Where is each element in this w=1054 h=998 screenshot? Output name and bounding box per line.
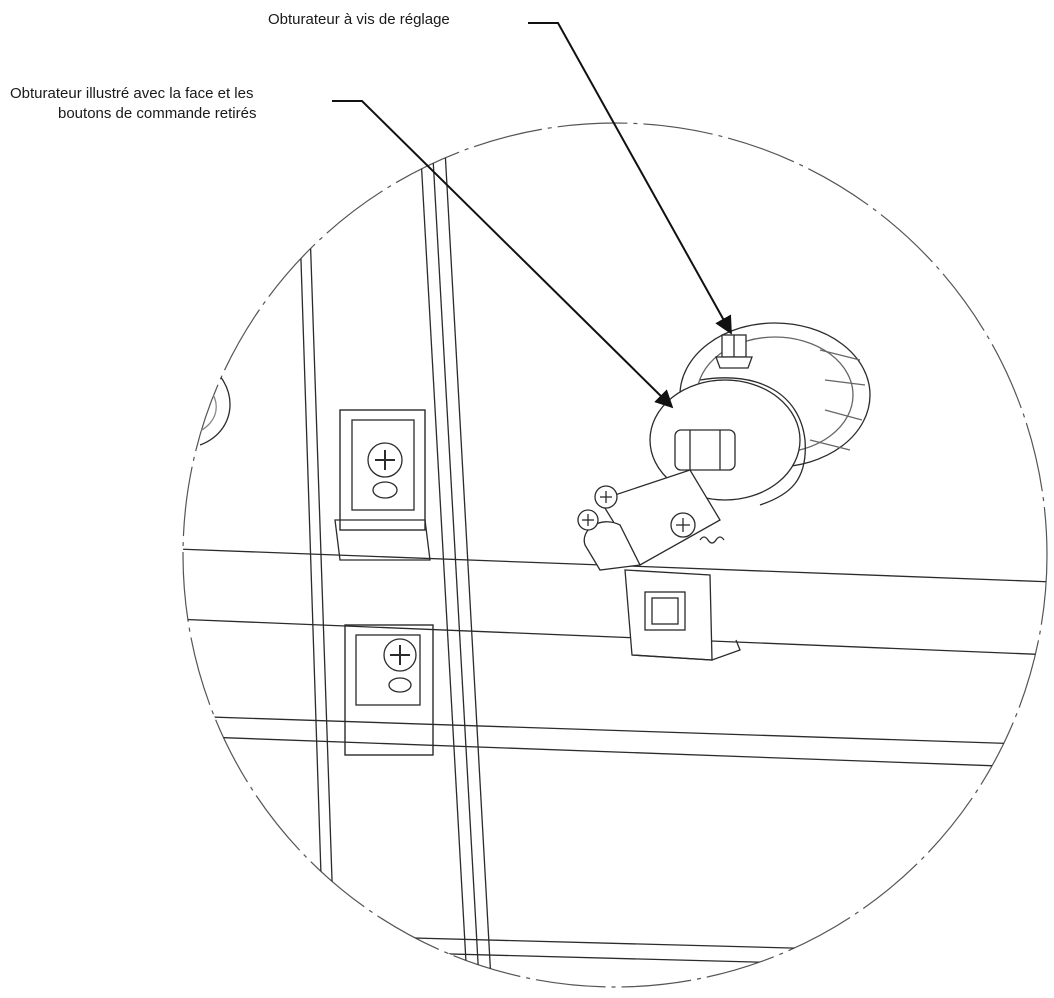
- leader-shutter: [332, 100, 674, 409]
- detail-circle: [182, 122, 1048, 988]
- upper-screw-icon: [367, 442, 403, 499]
- shutter-valve-assembly: [577, 322, 871, 661]
- callout-adjusting-screw-text: Obturateur à vis de réglage: [268, 11, 450, 28]
- lower-screw-icon: [383, 638, 417, 693]
- upper-bracket: [334, 409, 431, 561]
- vertical-rail: [299, 139, 493, 987]
- callout-adjusting-screw: Obturateur à vis de réglage: [268, 10, 450, 30]
- left-arc: [199, 359, 231, 446]
- leader-adjusting-screw: [528, 22, 732, 335]
- callout-shutter-line1: Obturateur illustré avec la face et les: [10, 85, 254, 102]
- callout-shutter-illustrated: Obturateur illustré avec la face et les …: [10, 84, 256, 124]
- lower-bracket: [344, 624, 434, 756]
- lower-panel-edges: [183, 714, 1047, 971]
- callout-shutter-line2: boutons de commande retirés: [58, 105, 257, 122]
